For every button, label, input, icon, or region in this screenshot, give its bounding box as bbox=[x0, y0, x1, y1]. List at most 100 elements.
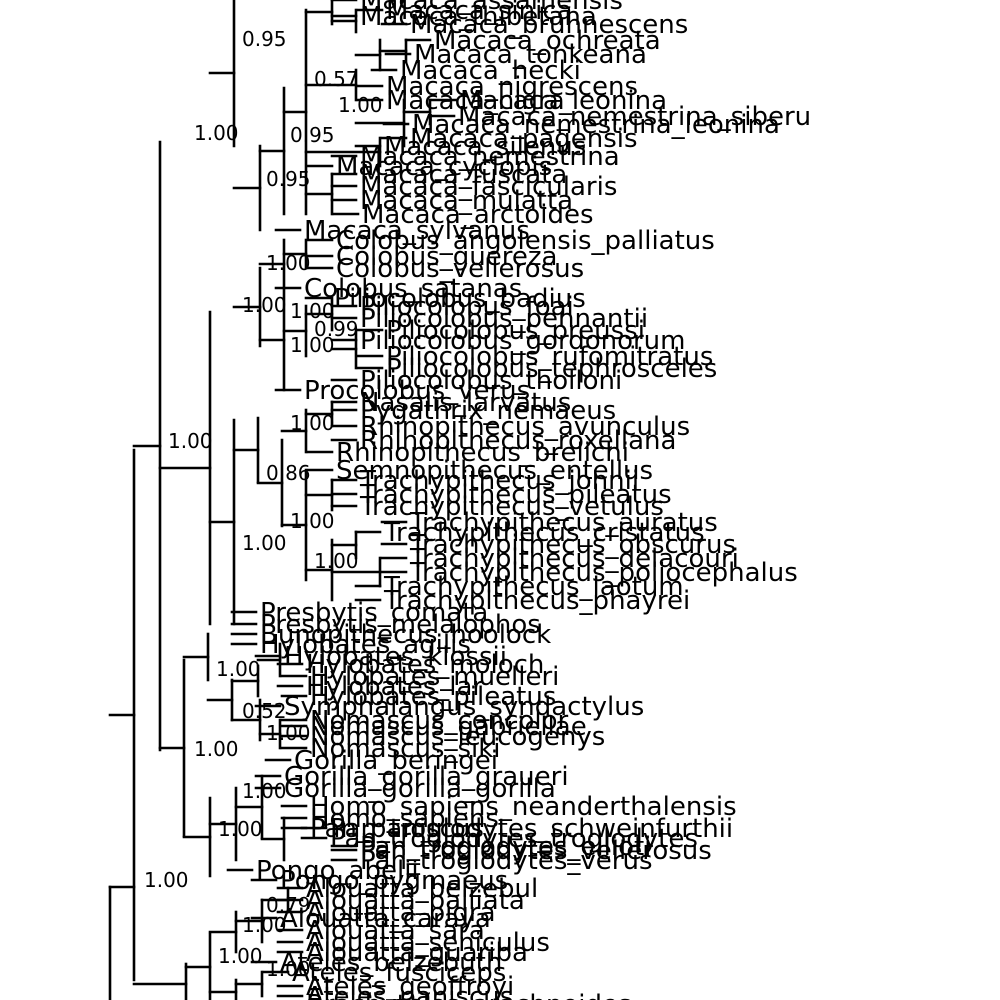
taxon-label: Presbytis_melalophos bbox=[260, 610, 541, 640]
taxon-label: Hylobates_moloch bbox=[306, 650, 544, 680]
taxon-label: Piliocolobus_preussi bbox=[386, 316, 645, 346]
taxon-label: Macaca_fascicularis bbox=[360, 172, 617, 202]
taxon-label: Macaca_ochreata bbox=[434, 26, 661, 56]
taxon-label: Piliocolobus_gordonorum bbox=[360, 326, 685, 356]
taxon-label: Alouatta_pigra bbox=[306, 898, 496, 928]
taxon-label: Macaca_arctoides bbox=[362, 200, 594, 230]
taxon-label: Symphalangus_syndactylus bbox=[284, 692, 644, 722]
taxon-label: Macaca_nemestrina bbox=[360, 142, 620, 172]
taxon-label: Macaca_nemestrina_leonina bbox=[412, 110, 780, 140]
taxon-label: Pongo_abelii bbox=[256, 856, 419, 886]
support-value: 0.95 bbox=[266, 167, 311, 191]
support-value: 1.00 bbox=[218, 944, 263, 968]
support-value: 1.00 bbox=[266, 721, 311, 745]
support-value: 1.00 bbox=[194, 121, 239, 145]
support-value: 1.00 bbox=[290, 299, 335, 323]
taxon-label: Macaca_assamensis bbox=[360, 0, 623, 16]
taxon-label: Macaca_fuscata bbox=[360, 160, 567, 190]
taxon-label: Bunopithecus_hoolock bbox=[260, 620, 551, 650]
support-value: 0.95 bbox=[290, 123, 335, 147]
taxon-label: Trachypithecus_poliocephalus bbox=[409, 558, 798, 588]
taxon-label: Colobus_satanas bbox=[304, 274, 522, 304]
taxon-label: Gorilla_gorilla_gorilla bbox=[284, 774, 556, 804]
taxon-label: Nomascus_gabriellae bbox=[310, 712, 587, 742]
taxon-label: Colobus_guereza bbox=[336, 242, 557, 272]
taxon-label: Macaca_brunnescens bbox=[410, 10, 688, 40]
taxon-label: Trachypithecus_johnii bbox=[359, 466, 639, 496]
taxon-label: Alouatta_sara bbox=[306, 916, 485, 946]
taxon-label: Piliocolobus_badius bbox=[334, 284, 586, 314]
support-value: 1.00 bbox=[242, 779, 287, 803]
taxon-label: Trachypithecus_delacouri bbox=[409, 544, 739, 574]
taxon-label: Trachypithecus_cristatus bbox=[383, 518, 705, 548]
taxon-label: Trachypithecus_laotum bbox=[383, 572, 684, 602]
taxon-label: Pan_paniscus bbox=[310, 814, 484, 844]
taxon-label: Hylobates_agilis bbox=[260, 630, 471, 660]
taxon-label: Pan_troglodytes_verus bbox=[360, 846, 653, 876]
support-value: 1.00 bbox=[242, 531, 287, 555]
support-value: 1.00 bbox=[216, 657, 261, 681]
tree-branches bbox=[108, 0, 458, 1000]
taxon-label: Macaca_silenus bbox=[384, 132, 586, 162]
taxon-label: Hylobates_klossii bbox=[284, 642, 507, 672]
taxon-label: Homo_sapiens bbox=[310, 804, 499, 834]
taxon-label: Piliocolobus_pennantii bbox=[360, 304, 648, 334]
taxon-label: Alouatta_caraya bbox=[280, 904, 491, 934]
taxon-label: Macaca_sinica bbox=[386, 0, 573, 26]
taxon-label: Nasalis_larvatus bbox=[360, 388, 571, 418]
support-value: 1.00 bbox=[168, 429, 213, 453]
support-value: 1.00 bbox=[242, 913, 287, 937]
taxon-label: Trachypithecus_vetulus bbox=[359, 492, 664, 522]
support-value: 1.00 bbox=[338, 93, 383, 117]
taxon-label: Hylobates_lar bbox=[306, 672, 483, 702]
taxon-label: Hylobates_muelleri bbox=[310, 662, 559, 692]
taxon-label: Macaca_pagensis bbox=[410, 124, 638, 154]
support-value: 1.00 bbox=[314, 549, 359, 573]
taxon-label: Macaca_hecki bbox=[400, 56, 581, 86]
taxon-label: Piliocolobus_rufomitratus bbox=[386, 342, 713, 372]
taxon-label: Semnopithecus_entellus bbox=[336, 456, 653, 486]
taxon-label: Piliocolobus_foai bbox=[360, 292, 574, 322]
taxon-label: Macaca_nigrescens bbox=[386, 72, 638, 102]
taxon-label: Trachypithecus_phayrei bbox=[383, 586, 690, 616]
support-value: 1.00 bbox=[290, 509, 335, 533]
taxon-label: Brachyteles_arachnoides bbox=[306, 990, 632, 1000]
support-value: 0.57 bbox=[314, 67, 359, 91]
taxon-label: Trachypithecus_auratus bbox=[409, 508, 718, 538]
support-value: 0.79 bbox=[266, 893, 311, 917]
taxon-label: Ateles_belzebuth bbox=[280, 948, 502, 978]
taxon-label: Nomascus_concolor bbox=[310, 706, 568, 736]
taxon-label: Nomascus_leucogenys bbox=[310, 722, 605, 752]
support-value: 1.00 bbox=[194, 737, 239, 761]
taxon-label: Presbytis_comata bbox=[260, 598, 488, 628]
taxon-label: Rhinopithecus_brelichi bbox=[336, 438, 629, 468]
support-value: 0.95 bbox=[242, 27, 287, 51]
taxon-labels: Macaca_assamensisMacaca_thibetanaMacaca_… bbox=[256, 0, 811, 1000]
support-value: 1.00 bbox=[242, 293, 287, 317]
taxon-label: Rhinopithecus_roxellana bbox=[360, 426, 676, 456]
taxon-label: Trachypithecus_obscurus bbox=[409, 530, 736, 560]
support-value: 1.00 bbox=[144, 868, 189, 892]
taxon-label: Ateles_paniscus bbox=[306, 982, 513, 1000]
taxon-label: Alouatta_guariba bbox=[306, 938, 528, 968]
taxon-label: Pan_troglodytes_ellioti bbox=[360, 832, 651, 862]
support-value: 1.00 bbox=[266, 957, 311, 981]
taxon-label: Homo_sapiens_neanderthalensis bbox=[310, 792, 737, 822]
taxon-label: Alouatta_seniculus bbox=[306, 928, 550, 958]
taxon-label: Macaca_leonina bbox=[460, 86, 667, 116]
taxon-label: Macaca_tonkeana bbox=[414, 40, 647, 70]
support-value: 0.99 bbox=[314, 317, 359, 341]
taxon-label: Nomascus_siki bbox=[310, 734, 501, 764]
taxon-label: Trachypithecus_pileatus bbox=[359, 480, 672, 510]
taxon-label: Pan_troglodytes_troglodytes bbox=[330, 824, 698, 854]
taxon-label: Pygathrix_nemaeus bbox=[360, 396, 616, 426]
support-value: 1.00 bbox=[290, 333, 335, 357]
support-value: 1.00 bbox=[218, 817, 263, 841]
taxon-label: Gorilla_beringei bbox=[294, 746, 498, 776]
taxon-label: Macaca_thibetana bbox=[360, 2, 597, 32]
support-value: 1.00 bbox=[290, 411, 335, 435]
taxon-label: Colobus_angolensis_palliatus bbox=[336, 226, 715, 256]
taxon-label: Ateles_fusciceps bbox=[292, 958, 506, 988]
taxon-label: Alouatta_palliata bbox=[306, 886, 525, 916]
